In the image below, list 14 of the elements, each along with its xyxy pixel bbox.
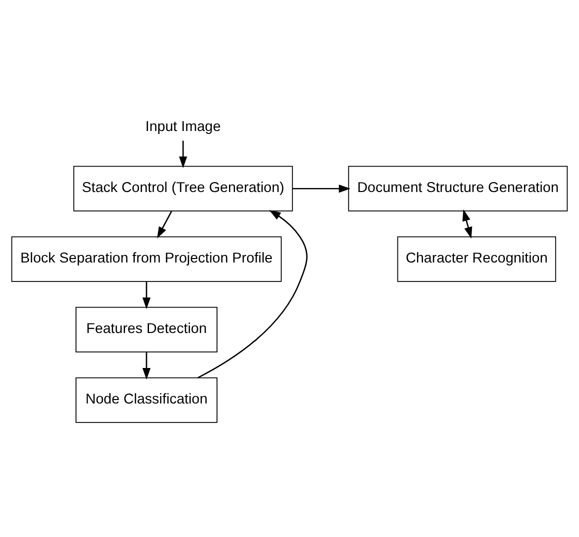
node-text: Input Image [145, 118, 221, 135]
arrow [197, 210, 308, 378]
arrow [462, 209, 472, 239]
arrow [179, 140, 188, 168]
arrow [157, 210, 172, 238]
node-box: Features Detection [76, 306, 218, 352]
arrow [292, 184, 350, 193]
arrow [142, 352, 151, 380]
node-box: Block Separation from Projection Profile [11, 236, 282, 282]
node-box: Character Recognition [397, 236, 556, 282]
node-box: Stack Control (Tree Generation) [73, 166, 293, 212]
node-box: Document Structure Generation [348, 166, 568, 212]
node-box: Node Classification [76, 377, 218, 423]
arrow [142, 282, 151, 310]
